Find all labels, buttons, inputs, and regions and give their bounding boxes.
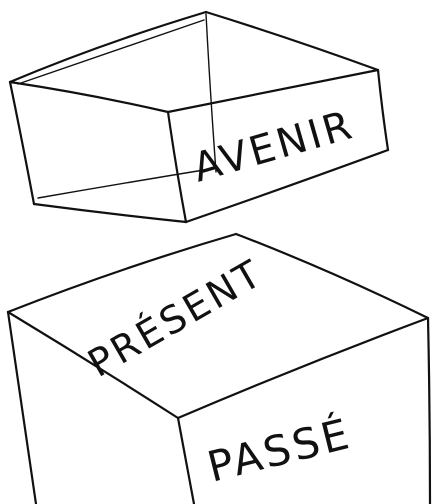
closed-box-right-edge xyxy=(428,318,430,504)
closed-box: PRÉSENT PASSÉ xyxy=(8,234,430,504)
open-box: AVENIR xyxy=(10,12,388,222)
open-box-inner-floor xyxy=(38,168,216,198)
avenir-label: AVENIR xyxy=(188,102,359,192)
open-box-bottom-left xyxy=(34,204,186,222)
closed-box-top-right-edge xyxy=(236,234,428,318)
closed-box-left-edge xyxy=(8,312,36,504)
passe-label: PASSÉ xyxy=(202,408,356,492)
present-label: PRÉSENT xyxy=(81,251,271,386)
open-box-left-edge xyxy=(10,82,34,204)
open-box-front-edge xyxy=(168,112,186,222)
open-box-rim-front xyxy=(10,82,168,112)
open-box-rim-back xyxy=(10,12,206,82)
closed-box-top-front-right-edge xyxy=(178,318,428,418)
closed-box-front-edge xyxy=(178,418,194,504)
open-box-right-edge xyxy=(378,70,388,150)
open-box-inner-rim xyxy=(18,20,204,84)
open-box-rim-right xyxy=(206,12,378,70)
